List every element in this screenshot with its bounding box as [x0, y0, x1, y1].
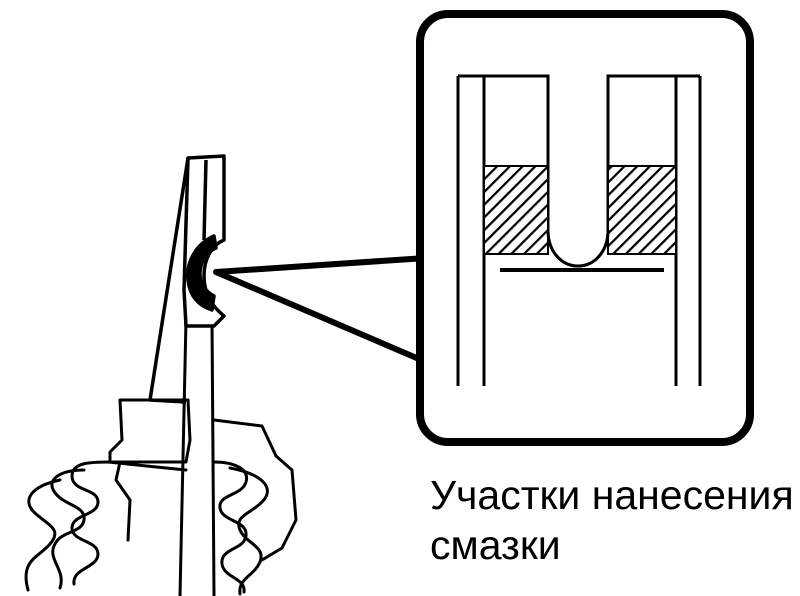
housing-cross [106, 460, 188, 472]
caption-line-2: смазки [430, 522, 561, 568]
right-bellows [212, 460, 249, 594]
callout-leader [213, 255, 429, 365]
detail-box [416, 10, 754, 446]
lube-zone-right [607, 165, 677, 255]
shaft-lower-right [210, 318, 216, 596]
lube-zone-left [483, 165, 549, 255]
boot-assembly [24, 318, 298, 596]
lever-back [148, 157, 190, 404]
lube-zone-fill-bottom [546, 229, 610, 268]
housing-right [212, 418, 298, 562]
detail-frame [416, 10, 754, 446]
housing-outline [108, 398, 192, 464]
callout-wedge [213, 255, 429, 365]
pivot-lube-area [186, 234, 218, 312]
caption-lubrication-areas: Участки нанесения смазки [430, 470, 798, 570]
lever [148, 154, 226, 404]
shaft-lower-left [178, 318, 188, 596]
left-bellows-outer [24, 478, 62, 592]
caption-line-1: Участки нанесения [430, 472, 794, 518]
housing-inner-left [114, 460, 132, 542]
lever-edge [202, 159, 208, 241]
right-bellows-outer [228, 466, 269, 596]
left-bellows [70, 460, 112, 586]
